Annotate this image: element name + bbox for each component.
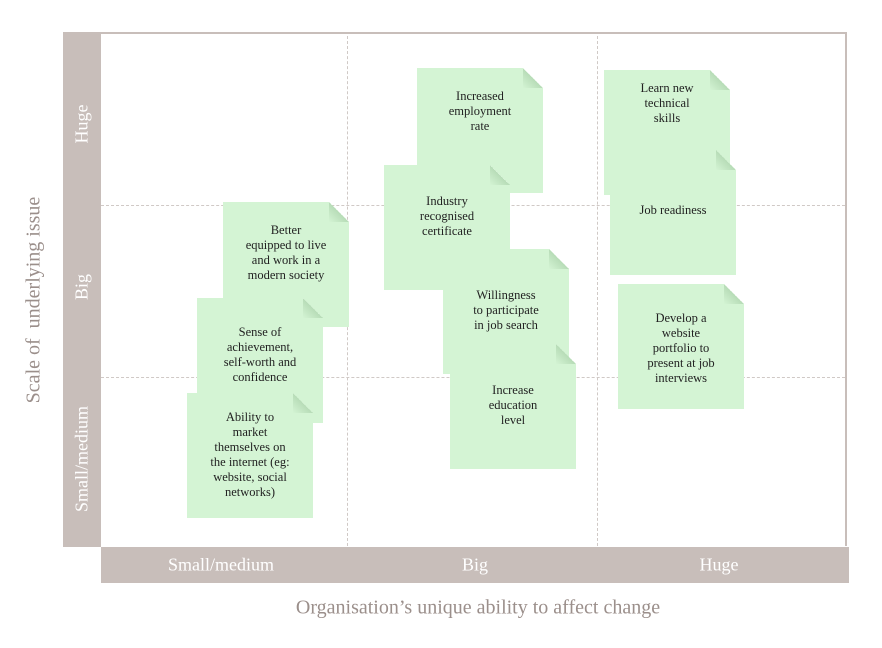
note-text: Develop a website portfolio to present a…: [647, 311, 715, 385]
x-axis-band: [101, 547, 849, 583]
y-axis-band: [63, 32, 101, 547]
note-text: Industry recognised certificate: [419, 194, 475, 238]
note-text: Learn new technical skills: [640, 81, 694, 125]
note-text: Willingness to participate in job search: [473, 288, 539, 332]
sticky-note: Develop a website portfolio to present a…: [618, 284, 744, 409]
note-text: Better equipped to live and work in a mo…: [245, 223, 327, 282]
sticky-note: Ability to market themselves on the inte…: [187, 393, 313, 518]
sticky-note: Increase education level: [450, 344, 576, 469]
note-text: Increase education level: [488, 383, 538, 427]
note-text: Ability to market themselves on the inte…: [210, 410, 290, 499]
note-text: Job readiness: [639, 203, 707, 217]
note-text: Sense of achievement, self-worth and con…: [223, 325, 297, 384]
sticky-note: Job readiness: [610, 150, 736, 275]
grid-line-vertical-2: [597, 36, 598, 546]
note-text: Increased employment rate: [448, 89, 512, 133]
